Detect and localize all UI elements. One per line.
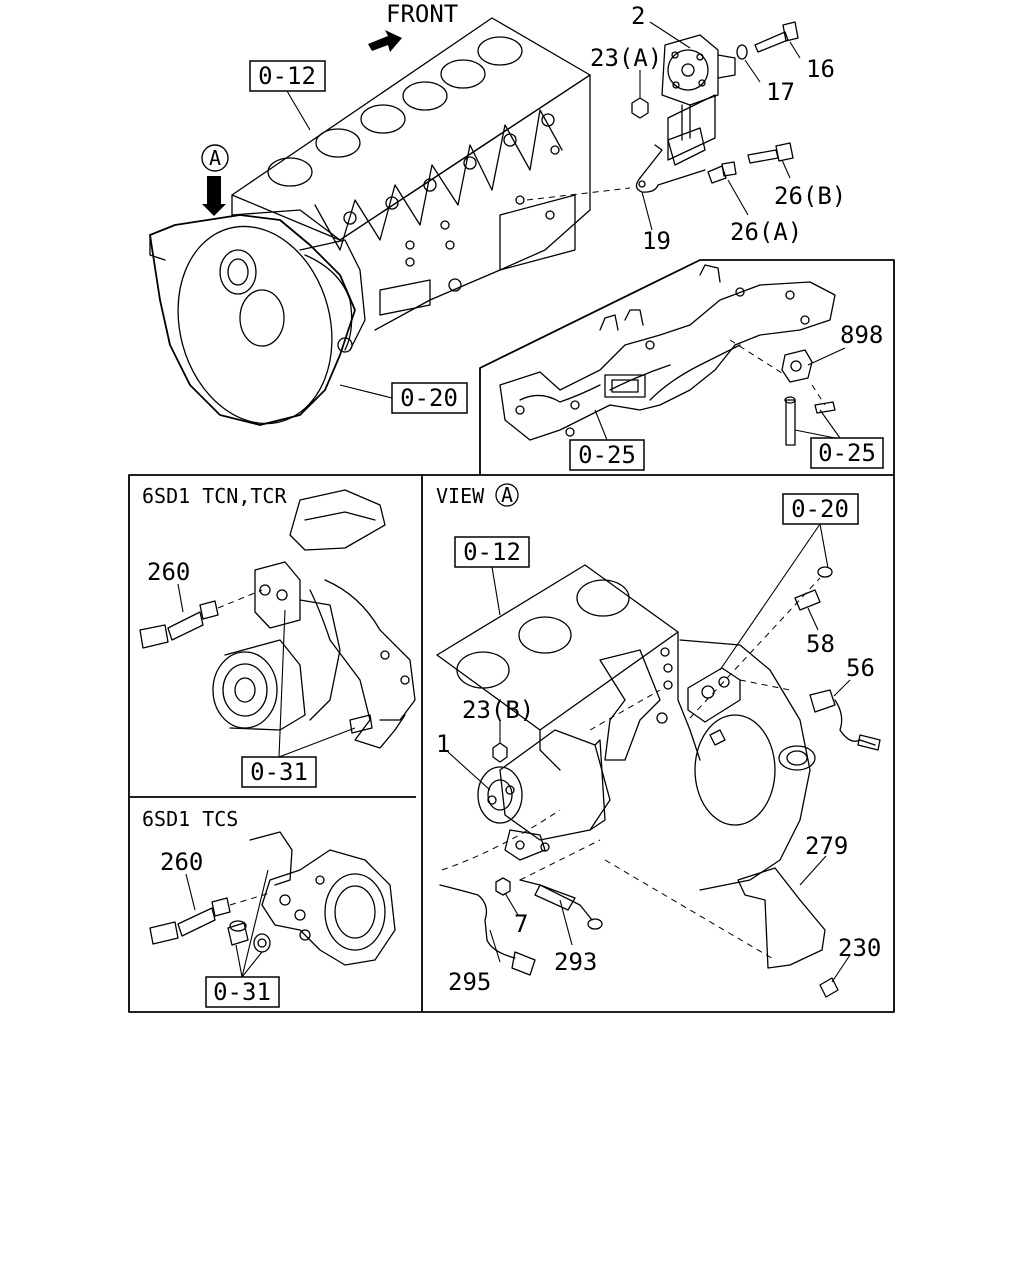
svg-text:0-25: 0-25 [578, 441, 636, 469]
leader-260-tcs [185, 873, 196, 911]
ref-box-tcn-water-pump: 0-31 [241, 609, 356, 788]
view-a-marker: A [201, 144, 229, 172]
ref-box-manifold-right: 0-25 [794, 409, 884, 469]
view-a-letter: A [209, 146, 221, 170]
ref-box-view-housing: 0-20 [719, 493, 859, 671]
svg-text:0-12: 0-12 [463, 538, 521, 566]
callout-230: 230 [838, 934, 881, 962]
view-a-callout-leaders [447, 607, 851, 983]
svg-text:A: A [501, 483, 513, 507]
svg-text:0-20: 0-20 [791, 495, 849, 523]
svg-text:0-25: 0-25 [818, 439, 876, 467]
panel-title-tcn: 6SD1 TCN,TCR [142, 484, 287, 508]
leader-260-tcn [177, 583, 184, 613]
front-label: FRONT [386, 0, 458, 28]
ref-box-tcs-water-pump: 0-31 [205, 869, 280, 1008]
callout-16: 16 [806, 55, 835, 83]
callout-58: 58 [806, 630, 835, 658]
callout-23a: 23(A) [590, 44, 662, 72]
svg-text:0-12: 0-12 [258, 62, 316, 90]
callout-279: 279 [805, 832, 848, 860]
svg-text:VIEW: VIEW [436, 484, 485, 508]
svg-text:0-20: 0-20 [400, 384, 458, 412]
ref-box-flywheel-housing: 0-20 [339, 382, 468, 414]
callout-260-tcs: 260 [160, 848, 203, 876]
svg-text:0-31: 0-31 [213, 978, 271, 1006]
tcn-water-pump-illustration [139, 489, 416, 749]
callout-17: 17 [766, 78, 795, 106]
ref-box-manifold-main: 0-25 [569, 409, 645, 471]
callout-26a: 26(A) [730, 218, 802, 246]
front-arrow: FRONT [368, 0, 458, 52]
top-callout-leaders [639, 21, 801, 231]
callout-293: 293 [554, 948, 597, 976]
callout-260-tcn: 260 [147, 558, 190, 586]
callout-898: 898 [840, 321, 883, 349]
sensor-assembly-illustration [631, 21, 799, 193]
callout-23b: 23(B) [462, 696, 534, 724]
svg-text:0-31: 0-31 [250, 758, 308, 786]
tcs-water-pump-illustration [149, 831, 396, 966]
callout-7: 7 [514, 910, 528, 938]
panel-title-tcs: 6SD1 TCS [142, 807, 238, 831]
lower-panels-frame [128, 474, 895, 1013]
callout-19: 19 [642, 227, 671, 255]
callout-56: 56 [846, 654, 875, 682]
panel-title-view: VIEW A [436, 483, 519, 508]
manifold-panel [479, 259, 895, 475]
callout-26b: 26(B) [774, 182, 846, 210]
ref-box-view-block: 0-12 [454, 536, 530, 616]
callout-2: 2 [631, 2, 645, 30]
callout-1: 1 [436, 730, 450, 758]
ref-box-block-top: 0-12 [249, 60, 326, 131]
callout-295: 295 [448, 968, 491, 996]
engine-block-illustration [149, 17, 631, 426]
